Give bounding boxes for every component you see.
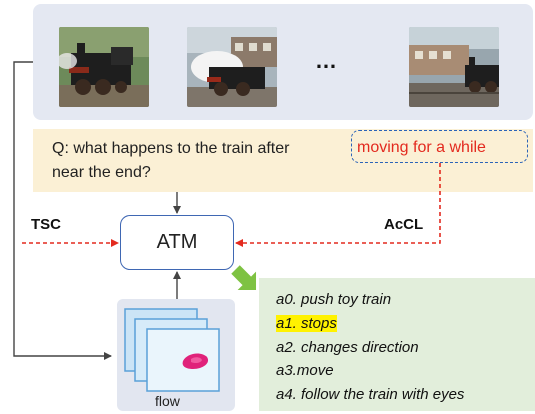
atm-label: ATM (156, 231, 198, 253)
tsc-label: TSC (31, 216, 61, 233)
answer-text: a4. follow the train with eyes (276, 386, 465, 403)
accl-label: AcCL (384, 216, 424, 233)
atm-module: ATM (120, 215, 234, 270)
answer-options-box (259, 278, 535, 411)
answer-option-selected: a1. stops (276, 315, 337, 332)
frames-to-flow-arrow (13, 61, 112, 360)
answer-option: a2. changes direction (276, 339, 419, 356)
answer-text: a3.move (276, 362, 334, 379)
answer-text: a2. changes direction (276, 339, 419, 356)
question-box (33, 129, 533, 192)
question-highlight-box (351, 130, 528, 163)
answer-option: a4. follow the train with eyes (276, 386, 464, 403)
flow-label: flow (155, 393, 180, 409)
video-frame-1 (59, 27, 149, 107)
question-highlight-text: moving for a while (357, 139, 486, 156)
video-frame-3 (409, 27, 499, 107)
output-arrow (231, 265, 257, 291)
video-frame-2 (187, 27, 277, 107)
answer-text: a1. stops (276, 315, 337, 332)
answer-option: a3.move (276, 362, 334, 379)
flow-panel (117, 299, 235, 411)
answer-option: a0. push toy train (276, 291, 391, 308)
answer-text: a0. push toy train (276, 291, 392, 308)
accl-arrow (235, 163, 441, 247)
question-text-line2: near the end? (52, 164, 151, 181)
video-frames-panel (33, 4, 533, 120)
frames-ellipsis: … (315, 48, 338, 73)
question-text-line1: Q: what happens to the train after (52, 140, 290, 157)
